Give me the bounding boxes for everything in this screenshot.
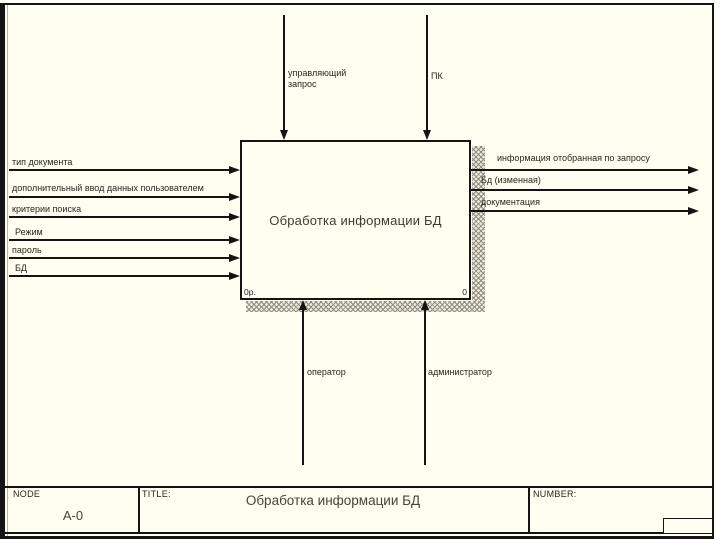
control-label: управляющий запрос bbox=[288, 68, 347, 89]
input-arrow-line bbox=[9, 275, 230, 277]
input-arrowhead-icon bbox=[229, 271, 240, 280]
activity-box: Обработка информации БД 0р. 0 bbox=[240, 140, 471, 300]
output-label: Бд (изменная) bbox=[481, 175, 541, 185]
frame-inner-line bbox=[7, 5, 8, 536]
title-bar-divider bbox=[528, 486, 530, 532]
input-label: пароль bbox=[12, 245, 42, 255]
title-bar-bottom-line bbox=[5, 532, 712, 534]
input-arrow-line bbox=[9, 239, 230, 241]
control-arrow-line bbox=[283, 15, 285, 131]
input-arrowhead-icon bbox=[229, 235, 240, 244]
input-arrow-line bbox=[9, 196, 230, 198]
number-inset-box bbox=[663, 518, 713, 534]
activity-title: Обработка информации БД bbox=[269, 212, 442, 228]
input-arrowhead-icon bbox=[229, 192, 240, 201]
control-arrowhead-icon bbox=[279, 130, 288, 140]
mechanism-label: администратор bbox=[428, 367, 492, 377]
mechanism-arrowhead-icon bbox=[420, 300, 429, 310]
input-arrow-line bbox=[9, 169, 230, 171]
box-shadow-hatch-right bbox=[472, 146, 485, 312]
node-label: NODE bbox=[13, 489, 41, 499]
output-arrowhead-icon bbox=[688, 185, 699, 194]
input-arrowhead-icon bbox=[229, 165, 240, 174]
output-arrow-line bbox=[470, 169, 689, 171]
title-value: Обработка информации БД bbox=[245, 493, 421, 508]
input-label: тип документа bbox=[12, 157, 73, 167]
output-arrowhead-icon bbox=[688, 165, 699, 174]
node-value: A-0 bbox=[62, 508, 84, 523]
output-label: документация bbox=[481, 197, 540, 207]
title-bar-top-line bbox=[5, 486, 712, 488]
output-arrowhead-icon bbox=[688, 206, 699, 215]
input-label: дополнительный ввод данных пользователем bbox=[12, 183, 204, 193]
mechanism-arrowhead-icon bbox=[298, 300, 307, 310]
output-arrow-line bbox=[470, 189, 689, 191]
output-label: информация отобранная по запросу bbox=[497, 153, 650, 163]
input-label: БД bbox=[15, 263, 28, 273]
control-arrow-line bbox=[426, 15, 428, 131]
control-label: ПК bbox=[431, 71, 443, 81]
input-arrow-line bbox=[9, 257, 230, 259]
mechanism-label: оператор bbox=[307, 367, 346, 377]
input-arrowhead-icon bbox=[229, 212, 240, 221]
title-label: TITLE: bbox=[142, 489, 171, 499]
title-bar-divider bbox=[138, 486, 140, 532]
activity-cost: 0р. bbox=[244, 287, 256, 297]
number-label: NUMBER: bbox=[533, 489, 577, 499]
input-arrow-line bbox=[9, 216, 230, 218]
mechanism-arrow-line bbox=[302, 309, 304, 465]
activity-number: 0 bbox=[462, 287, 467, 297]
input-label: критерии поиска bbox=[12, 204, 82, 214]
box-shadow-hatch-bottom bbox=[246, 301, 485, 312]
control-arrowhead-icon bbox=[422, 130, 431, 140]
mechanism-arrow-line bbox=[424, 309, 426, 465]
output-arrow-line bbox=[470, 210, 689, 212]
input-arrowhead-icon bbox=[229, 253, 240, 262]
input-label: Режим bbox=[15, 227, 43, 237]
